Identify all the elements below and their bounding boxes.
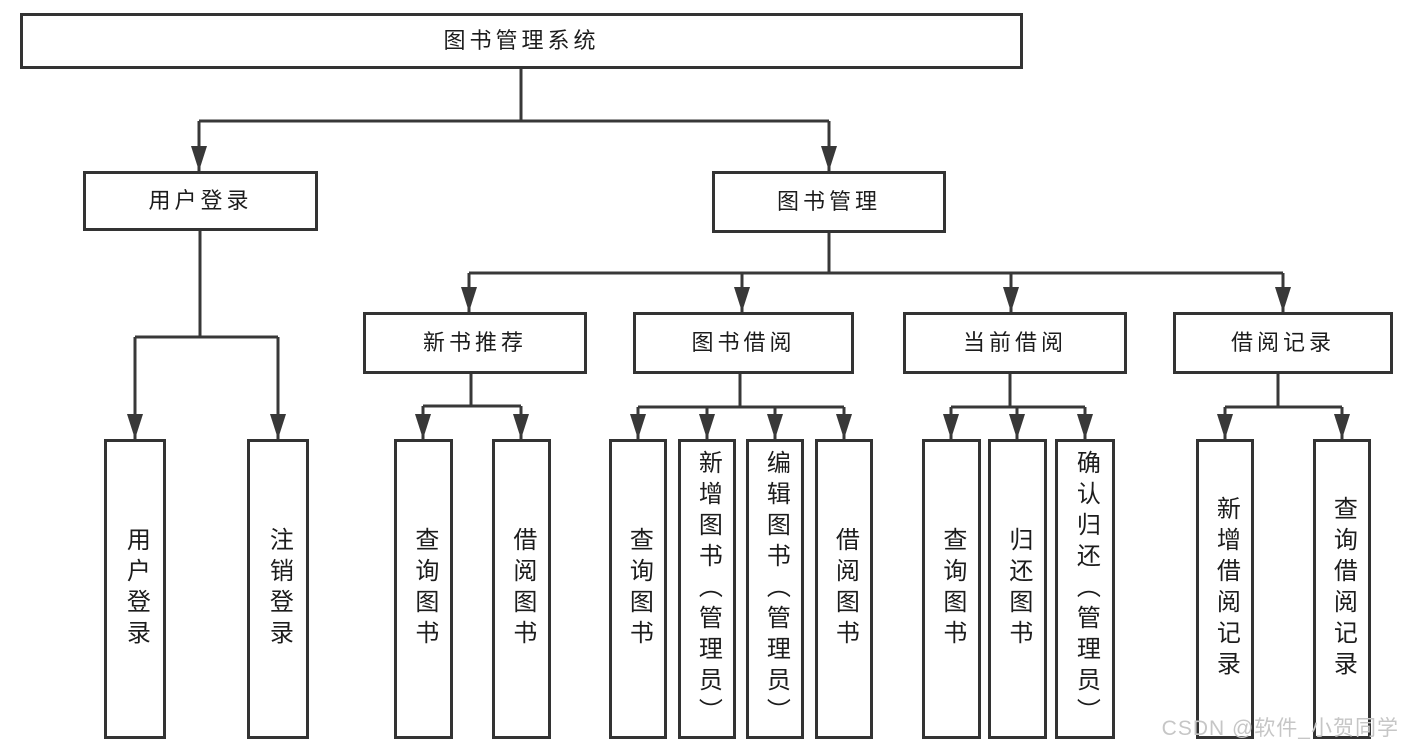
arrowhead-down-icon [415,414,431,439]
arrowhead-down-icon [191,146,207,171]
leaf-edit-book-admin: 编辑图书（管理员） [746,439,804,739]
node-borrowing-records: 借阅记录 [1173,312,1393,374]
leaf-borrow-books-borrow: 借阅图书 [815,439,873,739]
arrowhead-down-icon [1009,414,1025,439]
arrowhead-down-icon [513,414,529,439]
node-book-borrowing: 图书借阅 [633,312,854,374]
leaf-add-borrow-record: 新增借阅记录 [1196,439,1254,739]
leaf-query-borrow-record: 查询借阅记录 [1313,439,1371,739]
arrowhead-down-icon [127,414,143,439]
arrowhead-down-icon [630,414,646,439]
arrowhead-down-icon [270,414,286,439]
arrowhead-down-icon [821,146,837,171]
node-user-login-group: 用户登录 [83,171,318,231]
leaf-query-books-current: 查询图书 [922,439,981,739]
node-book-management: 图书管理 [712,171,946,233]
watermark: CSDN @软件_小贺同学 [1161,717,1399,740]
node-root-system: 图书管理系统 [20,13,1023,69]
arrowhead-down-icon [1275,287,1291,312]
leaf-query-books-recommend: 查询图书 [394,439,453,739]
arrowhead-down-icon [1077,414,1093,439]
leaf-user-login: 用户登录 [104,439,166,739]
arrowhead-down-icon [1217,414,1233,439]
arrowhead-down-icon [836,414,852,439]
arrowhead-down-icon [1334,414,1350,439]
leaf-borrow-books-recommend: 借阅图书 [492,439,551,739]
leaf-logout: 注销登录 [247,439,309,739]
arrowhead-down-icon [699,414,715,439]
arrowhead-down-icon [461,287,477,312]
leaf-query-books-borrow: 查询图书 [609,439,667,739]
node-current-borrowing: 当前借阅 [903,312,1127,374]
arrowhead-down-icon [767,414,783,439]
leaf-return-book: 归还图书 [988,439,1047,739]
arrowhead-down-icon [734,287,750,312]
node-new-book-recommend: 新书推荐 [363,312,587,374]
arrowhead-down-icon [1003,287,1019,312]
leaf-confirm-return-admin: 确认归还（管理员） [1055,439,1115,739]
arrowhead-down-icon [943,414,959,439]
leaf-add-book-admin: 新增图书（管理员） [678,439,736,739]
